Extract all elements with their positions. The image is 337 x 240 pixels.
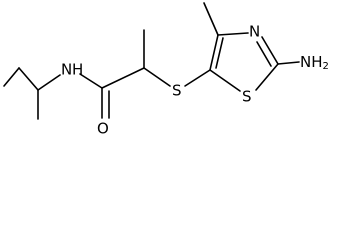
bond-c2-nh2 [277,61,300,65]
atom-nh2: NH2 [300,53,329,73]
atom-nh2-subscript: 2 [323,61,329,72]
bond-n3-c2 [261,36,279,65]
atom-s-ring: S [242,88,252,106]
atom-n-ring: N [249,23,260,41]
bond-carbonyl-alpha [101,67,145,89]
chemical-structure: N H O S N S NH2 [3,2,329,138]
atom-o-carbonyl: O [97,120,109,138]
bond-s1-c5 [209,69,241,92]
bond-c2-s1 [255,63,279,91]
bond-ch-nh [37,74,61,91]
atom-s-thioether: S [172,82,182,100]
bond-alpha-s [143,67,171,87]
bond-c4-methyl [203,2,219,36]
atom-nh2-main: NH [300,53,323,71]
bond-ethyl-ch2 [18,67,39,91]
atom-h-amide: H [72,61,83,79]
bond-c5-c4 [209,34,219,71]
bond-n3-c2-double [256,41,272,67]
bond-ethyl-ch3 [3,67,20,87]
atom-n-amide: N [61,61,72,79]
bond-c4-n3 [217,32,249,36]
bond-c5-c4-double [215,37,224,69]
bond-s-ring [184,69,211,87]
bond-nh-carbonyl [79,73,103,89]
